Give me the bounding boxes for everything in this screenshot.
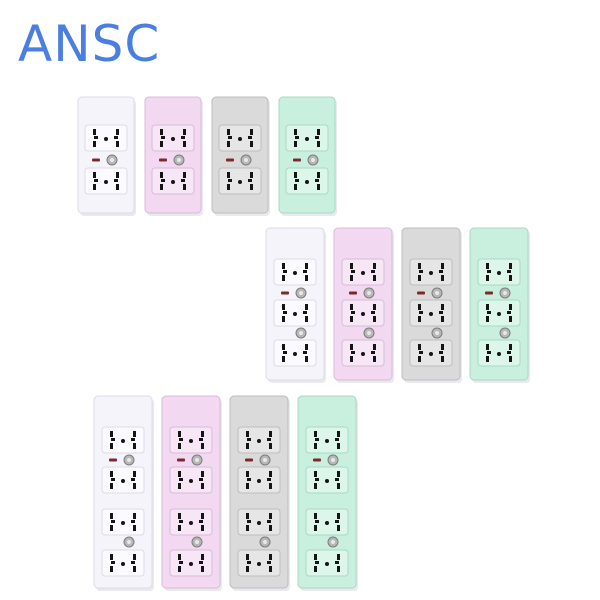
universal-socket-icon xyxy=(341,258,385,286)
universal-socket-icon xyxy=(305,466,349,494)
universal-socket-icon xyxy=(305,508,349,536)
power-strip-4-outlet-mint xyxy=(297,395,358,591)
power-strip-3-outlet-mint xyxy=(469,227,530,383)
universal-socket-icon xyxy=(477,339,521,367)
round-switch-icon xyxy=(191,536,203,548)
round-switch-icon xyxy=(106,154,118,166)
power-strip-4-outlet-pink xyxy=(161,395,222,591)
universal-socket-icon xyxy=(285,124,329,152)
universal-socket-icon xyxy=(305,549,349,577)
round-switch-icon xyxy=(431,287,443,299)
universal-socket-icon xyxy=(237,466,281,494)
universal-socket-icon xyxy=(151,167,195,195)
power-indicator-icon xyxy=(485,291,493,295)
round-switch-icon xyxy=(295,327,307,339)
universal-socket-icon xyxy=(237,426,281,454)
universal-socket-icon xyxy=(341,339,385,367)
round-switch-icon xyxy=(363,287,375,299)
power-indicator-icon xyxy=(281,291,289,295)
round-switch-icon xyxy=(363,327,375,339)
power-indicator-icon xyxy=(313,458,321,462)
universal-socket-icon xyxy=(477,258,521,286)
power-indicator-icon xyxy=(92,158,100,162)
round-switch-icon xyxy=(327,536,339,548)
universal-socket-icon xyxy=(84,167,128,195)
universal-socket-icon xyxy=(273,339,317,367)
power-strip-3-outlet-gray xyxy=(401,227,462,383)
power-strip-2-outlet-pink xyxy=(144,96,203,216)
power-strip-2-outlet-white xyxy=(77,96,136,216)
universal-socket-icon xyxy=(169,508,213,536)
round-switch-icon xyxy=(307,154,319,166)
power-indicator-icon xyxy=(177,458,185,462)
universal-socket-icon xyxy=(218,124,262,152)
round-switch-icon xyxy=(431,327,443,339)
universal-socket-icon xyxy=(169,549,213,577)
power-strip-4-outlet-white xyxy=(93,395,154,591)
universal-socket-icon xyxy=(409,258,453,286)
round-switch-icon xyxy=(327,454,339,466)
universal-socket-icon xyxy=(218,167,262,195)
power-strip-2-outlet-mint xyxy=(278,96,337,216)
round-switch-icon xyxy=(259,454,271,466)
power-indicator-icon xyxy=(245,458,253,462)
power-indicator-icon xyxy=(417,291,425,295)
power-strip-2-outlet-gray xyxy=(211,96,270,216)
round-switch-icon xyxy=(123,536,135,548)
universal-socket-icon xyxy=(101,508,145,536)
round-switch-icon xyxy=(173,154,185,166)
universal-socket-icon xyxy=(237,549,281,577)
round-switch-icon xyxy=(123,454,135,466)
universal-socket-icon xyxy=(273,258,317,286)
universal-socket-icon xyxy=(169,466,213,494)
universal-socket-icon xyxy=(273,299,317,327)
power-indicator-icon xyxy=(226,158,234,162)
universal-socket-icon xyxy=(341,299,385,327)
round-switch-icon xyxy=(499,287,511,299)
power-indicator-icon xyxy=(159,158,167,162)
universal-socket-icon xyxy=(101,426,145,454)
power-strip-3-outlet-white xyxy=(265,227,326,383)
universal-socket-icon xyxy=(409,299,453,327)
round-switch-icon xyxy=(191,454,203,466)
universal-socket-icon xyxy=(169,426,213,454)
universal-socket-icon xyxy=(477,299,521,327)
round-switch-icon xyxy=(295,287,307,299)
power-strip-4-outlet-gray xyxy=(229,395,290,591)
round-switch-icon xyxy=(259,536,271,548)
power-indicator-icon xyxy=(109,458,117,462)
universal-socket-icon xyxy=(101,549,145,577)
universal-socket-icon xyxy=(285,167,329,195)
round-switch-icon xyxy=(499,327,511,339)
power-strip-3-outlet-pink xyxy=(333,227,394,383)
brand-logo: ANSC xyxy=(18,15,161,73)
universal-socket-icon xyxy=(151,124,195,152)
universal-socket-icon xyxy=(84,124,128,152)
universal-socket-icon xyxy=(101,466,145,494)
round-switch-icon xyxy=(240,154,252,166)
power-indicator-icon xyxy=(349,291,357,295)
universal-socket-icon xyxy=(237,508,281,536)
power-indicator-icon xyxy=(293,158,301,162)
universal-socket-icon xyxy=(305,426,349,454)
universal-socket-icon xyxy=(409,339,453,367)
